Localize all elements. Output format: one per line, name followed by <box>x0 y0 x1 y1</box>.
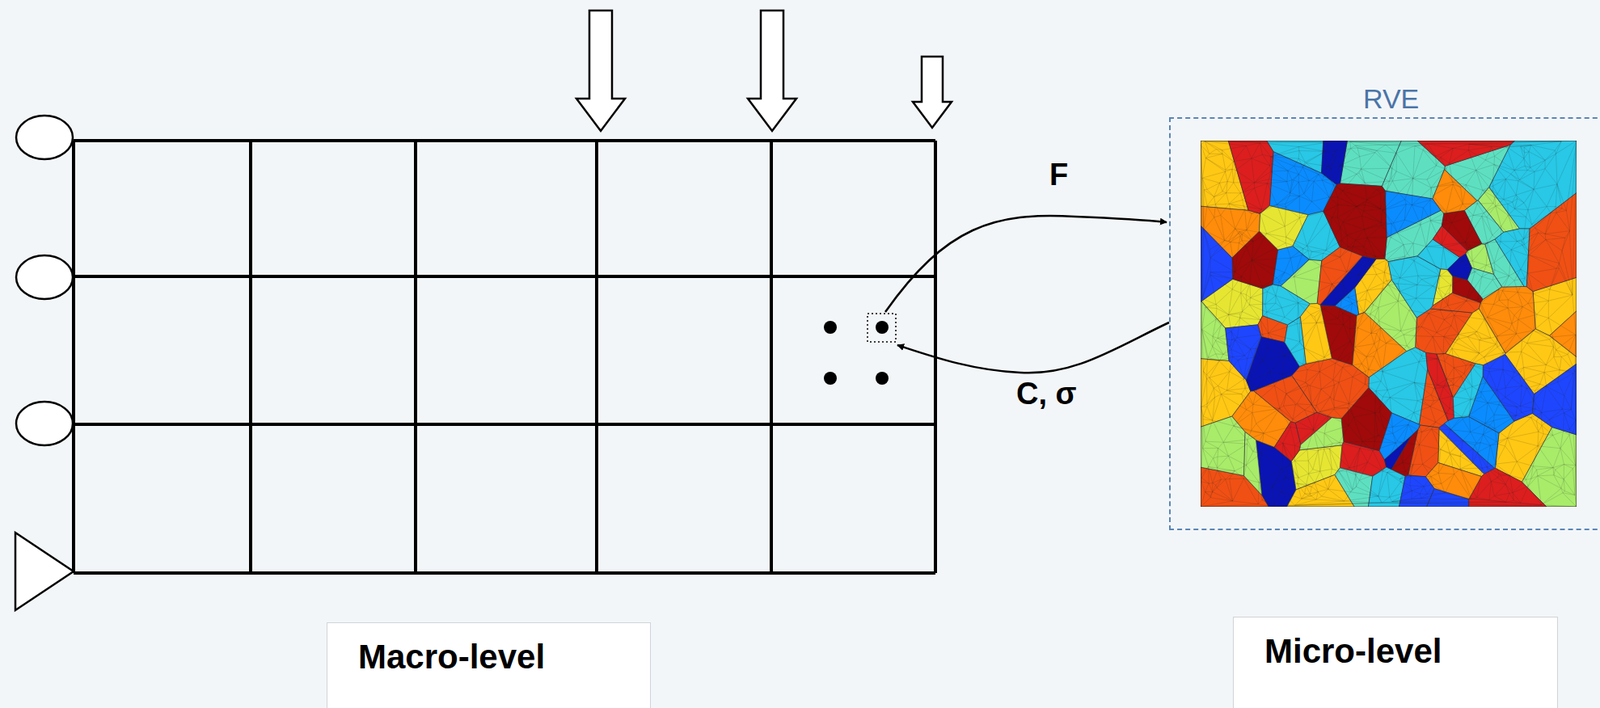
mesh-line <box>73 139 936 143</box>
load-arrows <box>576 10 952 131</box>
mesh-line <box>71 140 76 574</box>
grain <box>1447 253 1472 280</box>
grain <box>1388 256 1441 318</box>
deformation-gradient-label: F <box>1046 157 1071 193</box>
grain <box>1200 416 1246 476</box>
grain <box>1300 303 1332 365</box>
rve-frame: RVE <box>1169 117 1600 531</box>
grain <box>1469 468 1547 507</box>
scale-transfer-arrows <box>885 215 1170 373</box>
roller-support <box>16 401 73 446</box>
mesh-line <box>595 140 599 574</box>
gauss-points <box>823 313 896 385</box>
fe-mesh <box>1200 140 1577 507</box>
supports <box>15 115 74 611</box>
grain <box>1379 413 1420 461</box>
grain <box>1321 140 1347 185</box>
mesh-line <box>249 140 253 574</box>
load-arrow <box>747 10 797 131</box>
load-arrow <box>912 56 952 128</box>
load-arrow <box>576 10 625 131</box>
grain <box>1287 474 1355 507</box>
rve-microstructure <box>1200 140 1577 507</box>
mesh-line <box>73 274 936 279</box>
roller-support <box>16 115 73 160</box>
gauss-point <box>823 371 837 385</box>
mesh-line <box>73 422 936 427</box>
level-box: Macro-level <box>326 622 651 708</box>
rve-heading: RVE <box>1363 83 1419 115</box>
roller-support <box>16 255 73 300</box>
macro-mesh <box>73 140 936 574</box>
mesh-line <box>769 140 773 574</box>
grain <box>1384 190 1441 237</box>
gauss-point <box>875 320 889 334</box>
stress-arrow <box>897 322 1170 373</box>
stiffness-stress-label: C, σ <box>1013 376 1080 412</box>
pin-support <box>15 532 74 611</box>
mesh-line <box>413 140 418 574</box>
grain <box>1300 417 1344 451</box>
grain <box>1225 325 1262 380</box>
grain <box>1340 140 1402 186</box>
level-box: Micro-level <box>1232 616 1558 708</box>
gauss-point <box>875 371 889 385</box>
grain <box>1334 287 1359 316</box>
selected-point-box <box>867 313 896 342</box>
mesh-line <box>73 571 936 575</box>
grain <box>1526 193 1577 292</box>
gauss-point <box>823 320 837 334</box>
level-label: Micro-level <box>1233 617 1442 672</box>
deformation-arrow <box>885 215 1167 313</box>
level-label: Macro-level <box>327 623 545 677</box>
grain <box>1432 169 1478 214</box>
